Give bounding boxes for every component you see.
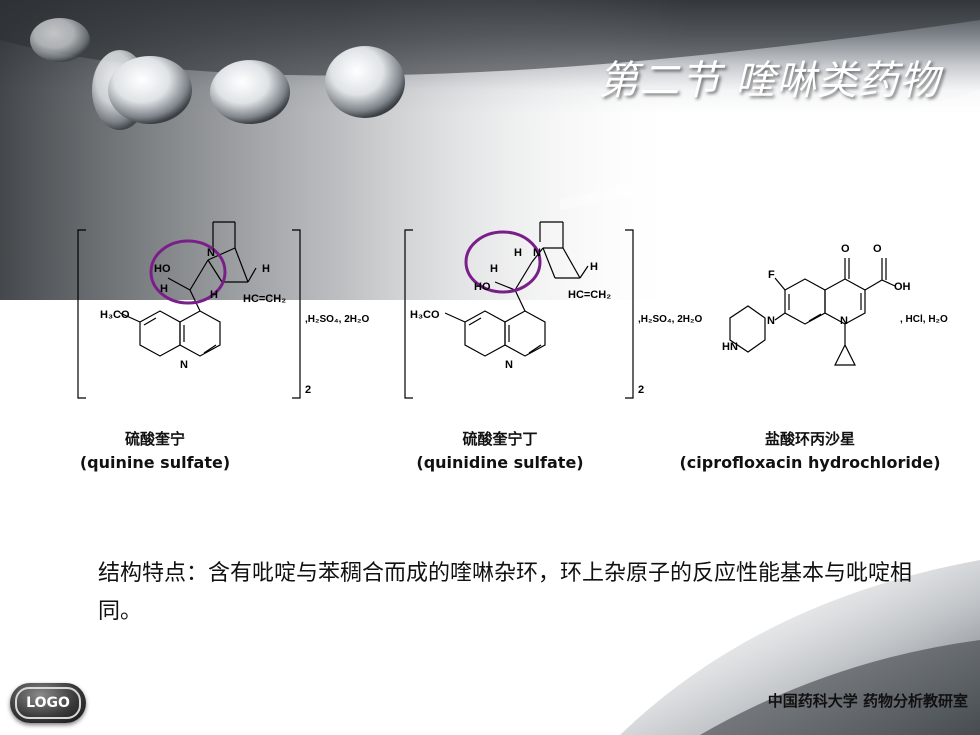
quinine-n-label: N: [180, 359, 188, 371]
quinine-h-label: H: [160, 283, 168, 295]
caption-cipro-cn: 盐酸环丙沙星: [764, 430, 855, 448]
cipro-n1-label: N: [767, 315, 775, 327]
chiral-center-highlight: [149, 239, 227, 305]
cipro-f-label: F: [768, 269, 775, 281]
cipro-n2-label: N: [840, 315, 848, 327]
slide-title: 第二节 喹啉类药物: [598, 58, 940, 104]
quinine-ho-label: HO: [154, 263, 171, 275]
cipro-o2-label: O: [873, 243, 882, 255]
logo: LOGO: [10, 683, 86, 723]
quinidine-h2-label: H: [490, 263, 498, 275]
glass-bead-2: [108, 56, 192, 124]
quinine-vinyl-label: HC=CH₂: [243, 293, 286, 305]
structure-description: 结构特点：含有吡啶与苯稠合而成的喹啉杂环，环上杂原子的反应性能基本与吡啶相同。: [98, 561, 913, 624]
quinidine-subscript: 2: [638, 384, 644, 396]
quinidine-n-label: N: [505, 359, 513, 371]
quinine-h2-label: H: [210, 289, 218, 301]
quinidine-h-label: H: [514, 247, 522, 259]
caption-quinine-en: (quinine sulfate): [79, 453, 231, 472]
caption-quinidine-en: (quinidine sulfate): [416, 453, 584, 472]
caption-quinidine: 硫酸奎宁丁 (quinidine sulfate): [395, 428, 605, 472]
caption-quinine-cn: 硫酸奎宁: [124, 430, 185, 448]
quinidine-ho-label: HO: [474, 281, 491, 293]
quinine-methoxy-label: H₃CO: [100, 309, 130, 321]
quinidine-n2-label: N: [533, 247, 541, 259]
quinidine-methoxy-label: H₃CO: [410, 309, 440, 321]
caption-ciprofloxacin: 盐酸环丙沙星 (ciprofloxacin hydrochloride): [650, 428, 970, 472]
quinidine-salt-label: ,H₂SO₄, 2H₂O: [638, 314, 702, 325]
cipro-salt-label: , HCl, H₂O: [900, 314, 948, 325]
cipro-o1-label: O: [841, 243, 850, 255]
quinine-salt-label: ,H₂SO₄, 2H₂O: [305, 314, 369, 325]
glass-bead-4: [325, 46, 405, 118]
glass-bead-3: [210, 60, 290, 124]
caption-quinidine-cn: 硫酸奎宁丁: [462, 430, 538, 448]
quinidine-h3-label: H: [590, 261, 598, 273]
chiral-center-highlight-2: [464, 230, 542, 294]
logo-text: LOGO: [15, 687, 81, 719]
quinidine-vinyl-label: HC=CH₂: [568, 289, 611, 301]
quinine-h3-label: H: [262, 263, 270, 275]
quinine-subscript: 2: [305, 384, 311, 396]
caption-quinine: 硫酸奎宁 (quinine sulfate): [60, 428, 250, 472]
glass-bead-5: [30, 18, 90, 62]
quinine-n2-label: N: [207, 247, 215, 259]
caption-cipro-en: (ciprofloxacin hydrochloride): [679, 453, 941, 472]
cipro-oh-label: OH: [894, 281, 911, 293]
footer-institution: 中国药科大学 药物分析教研室: [767, 692, 968, 710]
chemical-structures: H₃CO N N HO H H H HC=CH₂ ,H₂SO₄, 2H₂O 2 …: [77, 221, 948, 399]
cipro-hn-label: HN: [722, 341, 738, 353]
